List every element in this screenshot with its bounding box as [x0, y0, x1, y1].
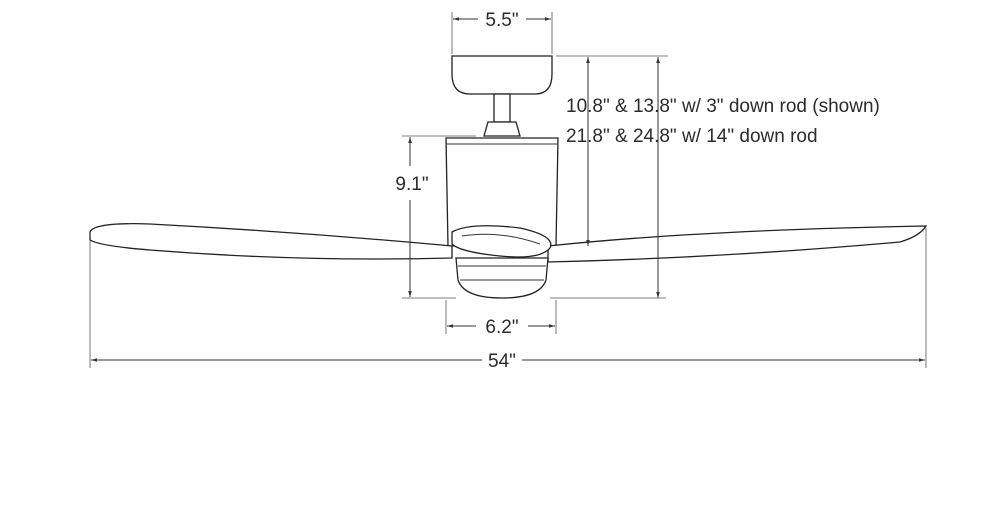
motor-height-label: 9.1"	[395, 174, 428, 195]
ceiling-fan-illustration	[89, 55, 928, 299]
housing-width-dimension: 6.2"	[445, 300, 557, 338]
height-note-14in-rod: 21.8" & 24.8" w/ 14" down rod	[566, 126, 818, 147]
height-note-3in-rod: 10.8" & 13.8" w/ 3" down rod (shown)	[566, 96, 880, 117]
center-blade	[451, 225, 552, 258]
motor-height-dimension: 9.1"	[395, 135, 476, 299]
down-rod	[493, 93, 511, 123]
canopy	[451, 55, 553, 95]
light-kit-housing	[455, 257, 549, 299]
blade-span-dimension: 54"	[89, 228, 927, 372]
blade-span-label: 54"	[488, 351, 516, 372]
overall-height-dimension: 10.8" & 13.8" w/ 3" down rod (shown) 21.…	[550, 55, 880, 299]
right-blade	[547, 225, 928, 263]
canopy-width-dimension: 5.5"	[451, 10, 553, 54]
housing-width-label: 6.2"	[485, 317, 518, 338]
rod-collar	[483, 121, 521, 137]
left-blade	[89, 223, 453, 260]
canopy-width-label: 5.5"	[485, 10, 518, 31]
